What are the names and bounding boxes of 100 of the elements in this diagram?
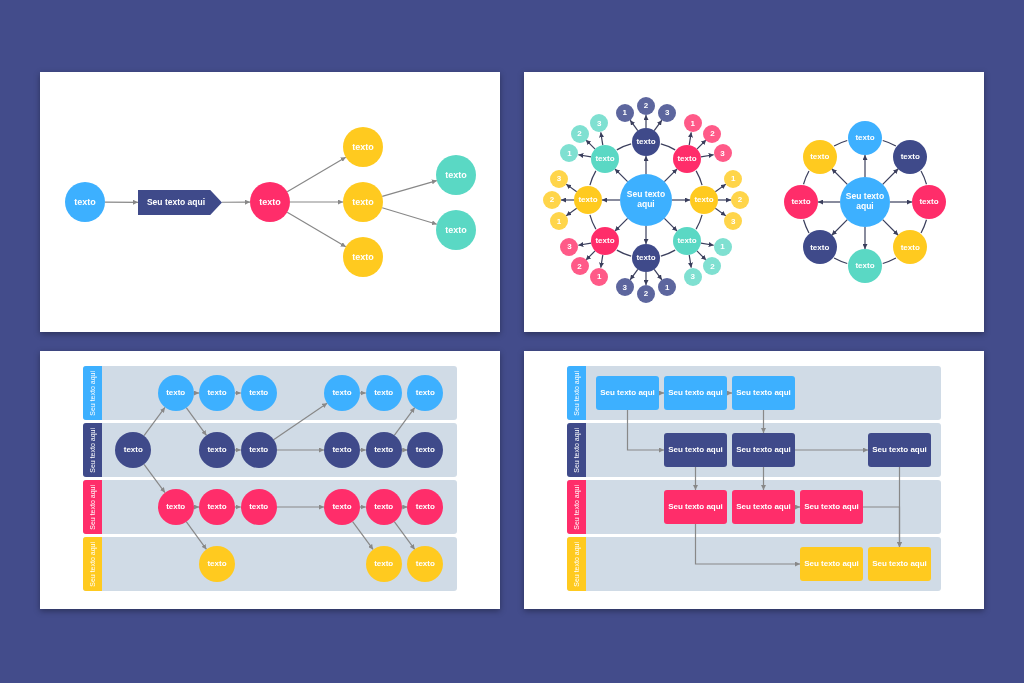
- node-label: 1: [556, 216, 562, 226]
- circle-node: [324, 375, 360, 411]
- node-label: 2: [577, 261, 582, 272]
- arrow: [601, 197, 621, 203]
- connector-line: [589, 214, 597, 230]
- process-box: [596, 376, 659, 410]
- swimlane-band: [83, 366, 457, 420]
- arrow: [585, 139, 596, 150]
- arrow: [717, 197, 732, 203]
- process-box: [664, 376, 727, 410]
- arrow: [653, 268, 663, 281]
- arrow: [565, 207, 578, 217]
- node-label: Seu texto aqui: [736, 502, 791, 512]
- node-label: 3: [730, 216, 736, 226]
- arrow: [234, 390, 242, 396]
- node-label: texto: [374, 445, 394, 455]
- circle-node: [407, 489, 444, 525]
- connector-line: [616, 249, 632, 257]
- arrow: [626, 409, 665, 453]
- node-label: texto: [919, 197, 939, 207]
- node-label: Seu texto aqui: [804, 502, 859, 512]
- node-label: 2: [643, 289, 649, 299]
- swimlane-band: [567, 480, 941, 534]
- node-label: texto: [374, 559, 394, 569]
- arrow: [658, 390, 665, 396]
- node-label: Seu texto aqui: [736, 388, 791, 398]
- arrow: [831, 168, 848, 185]
- node-label: texto: [207, 502, 227, 512]
- arrow: [688, 254, 693, 269]
- arrow: [234, 504, 242, 510]
- arrow: [359, 390, 367, 396]
- connector-line: [660, 143, 676, 151]
- node-label: texto: [445, 169, 467, 181]
- arrow: [393, 406, 416, 437]
- arrow: [614, 168, 629, 183]
- arrow: [234, 447, 242, 453]
- node-label: texto: [207, 559, 227, 569]
- node-label: Seu texto aqui: [844, 192, 886, 212]
- circle-node: [240, 489, 277, 525]
- arrow: [221, 199, 251, 205]
- process-box: [800, 490, 863, 524]
- connector-line: [882, 257, 897, 265]
- circle-node: [365, 432, 402, 468]
- node-label: texto: [207, 445, 227, 455]
- arrow: [289, 199, 344, 205]
- node-label: 3: [556, 174, 562, 184]
- circle-node: [407, 546, 444, 582]
- arrow: [882, 219, 899, 236]
- circle-node: [199, 489, 235, 525]
- arrow: [693, 466, 698, 491]
- node-label: Seu texto aqui: [736, 445, 791, 455]
- process-box: [664, 490, 727, 524]
- circle-node: [324, 432, 360, 468]
- arrow: [276, 504, 325, 510]
- circle-node: [407, 432, 444, 468]
- arrow: [143, 406, 166, 437]
- node-label: texto: [415, 445, 435, 455]
- node-label: texto: [677, 236, 697, 246]
- circle-node: [324, 489, 360, 525]
- swimlane-band: [567, 537, 941, 591]
- arrow: [700, 242, 715, 247]
- arrow: [726, 390, 733, 396]
- node-label: texto: [415, 388, 435, 398]
- arrow: [193, 504, 200, 510]
- circle-node: [157, 489, 194, 525]
- arrow: [393, 520, 416, 551]
- node-label: texto: [900, 242, 920, 252]
- node-label: 1: [720, 242, 725, 252]
- arrow: [286, 156, 347, 193]
- arrow: [794, 447, 869, 453]
- connector-line: [920, 170, 928, 185]
- node-label: texto: [332, 388, 352, 398]
- node-label: Seu texto aqui: [668, 445, 723, 455]
- arrow: [897, 466, 902, 548]
- arrow: [643, 155, 649, 175]
- circle-node: [157, 375, 194, 411]
- circle-node: [115, 432, 152, 468]
- connector-line: [802, 219, 810, 234]
- arrow: [381, 179, 438, 197]
- process-box: [868, 547, 931, 581]
- node-label: texto: [332, 445, 352, 455]
- node-label: Seu texto aqui: [625, 190, 667, 210]
- node-label: 3: [622, 282, 628, 292]
- circle-node: [199, 375, 235, 411]
- arrow: [193, 390, 200, 396]
- node-label: texto: [374, 388, 394, 398]
- node-label: Seu texto aqui: [600, 388, 655, 398]
- process-box: [732, 490, 795, 524]
- swimlane-band: [83, 423, 457, 477]
- node-label: 3: [567, 242, 572, 252]
- node-label: Seu texto aqui: [146, 197, 206, 208]
- node-label: 3: [720, 148, 725, 158]
- arrow: [560, 197, 575, 203]
- arrow: [714, 183, 727, 193]
- node-label: 2: [549, 195, 555, 205]
- arrow: [381, 207, 438, 226]
- connector-line: [616, 143, 632, 151]
- arrow: [272, 402, 328, 441]
- node-label: texto: [595, 154, 615, 164]
- circle-node: [365, 546, 402, 582]
